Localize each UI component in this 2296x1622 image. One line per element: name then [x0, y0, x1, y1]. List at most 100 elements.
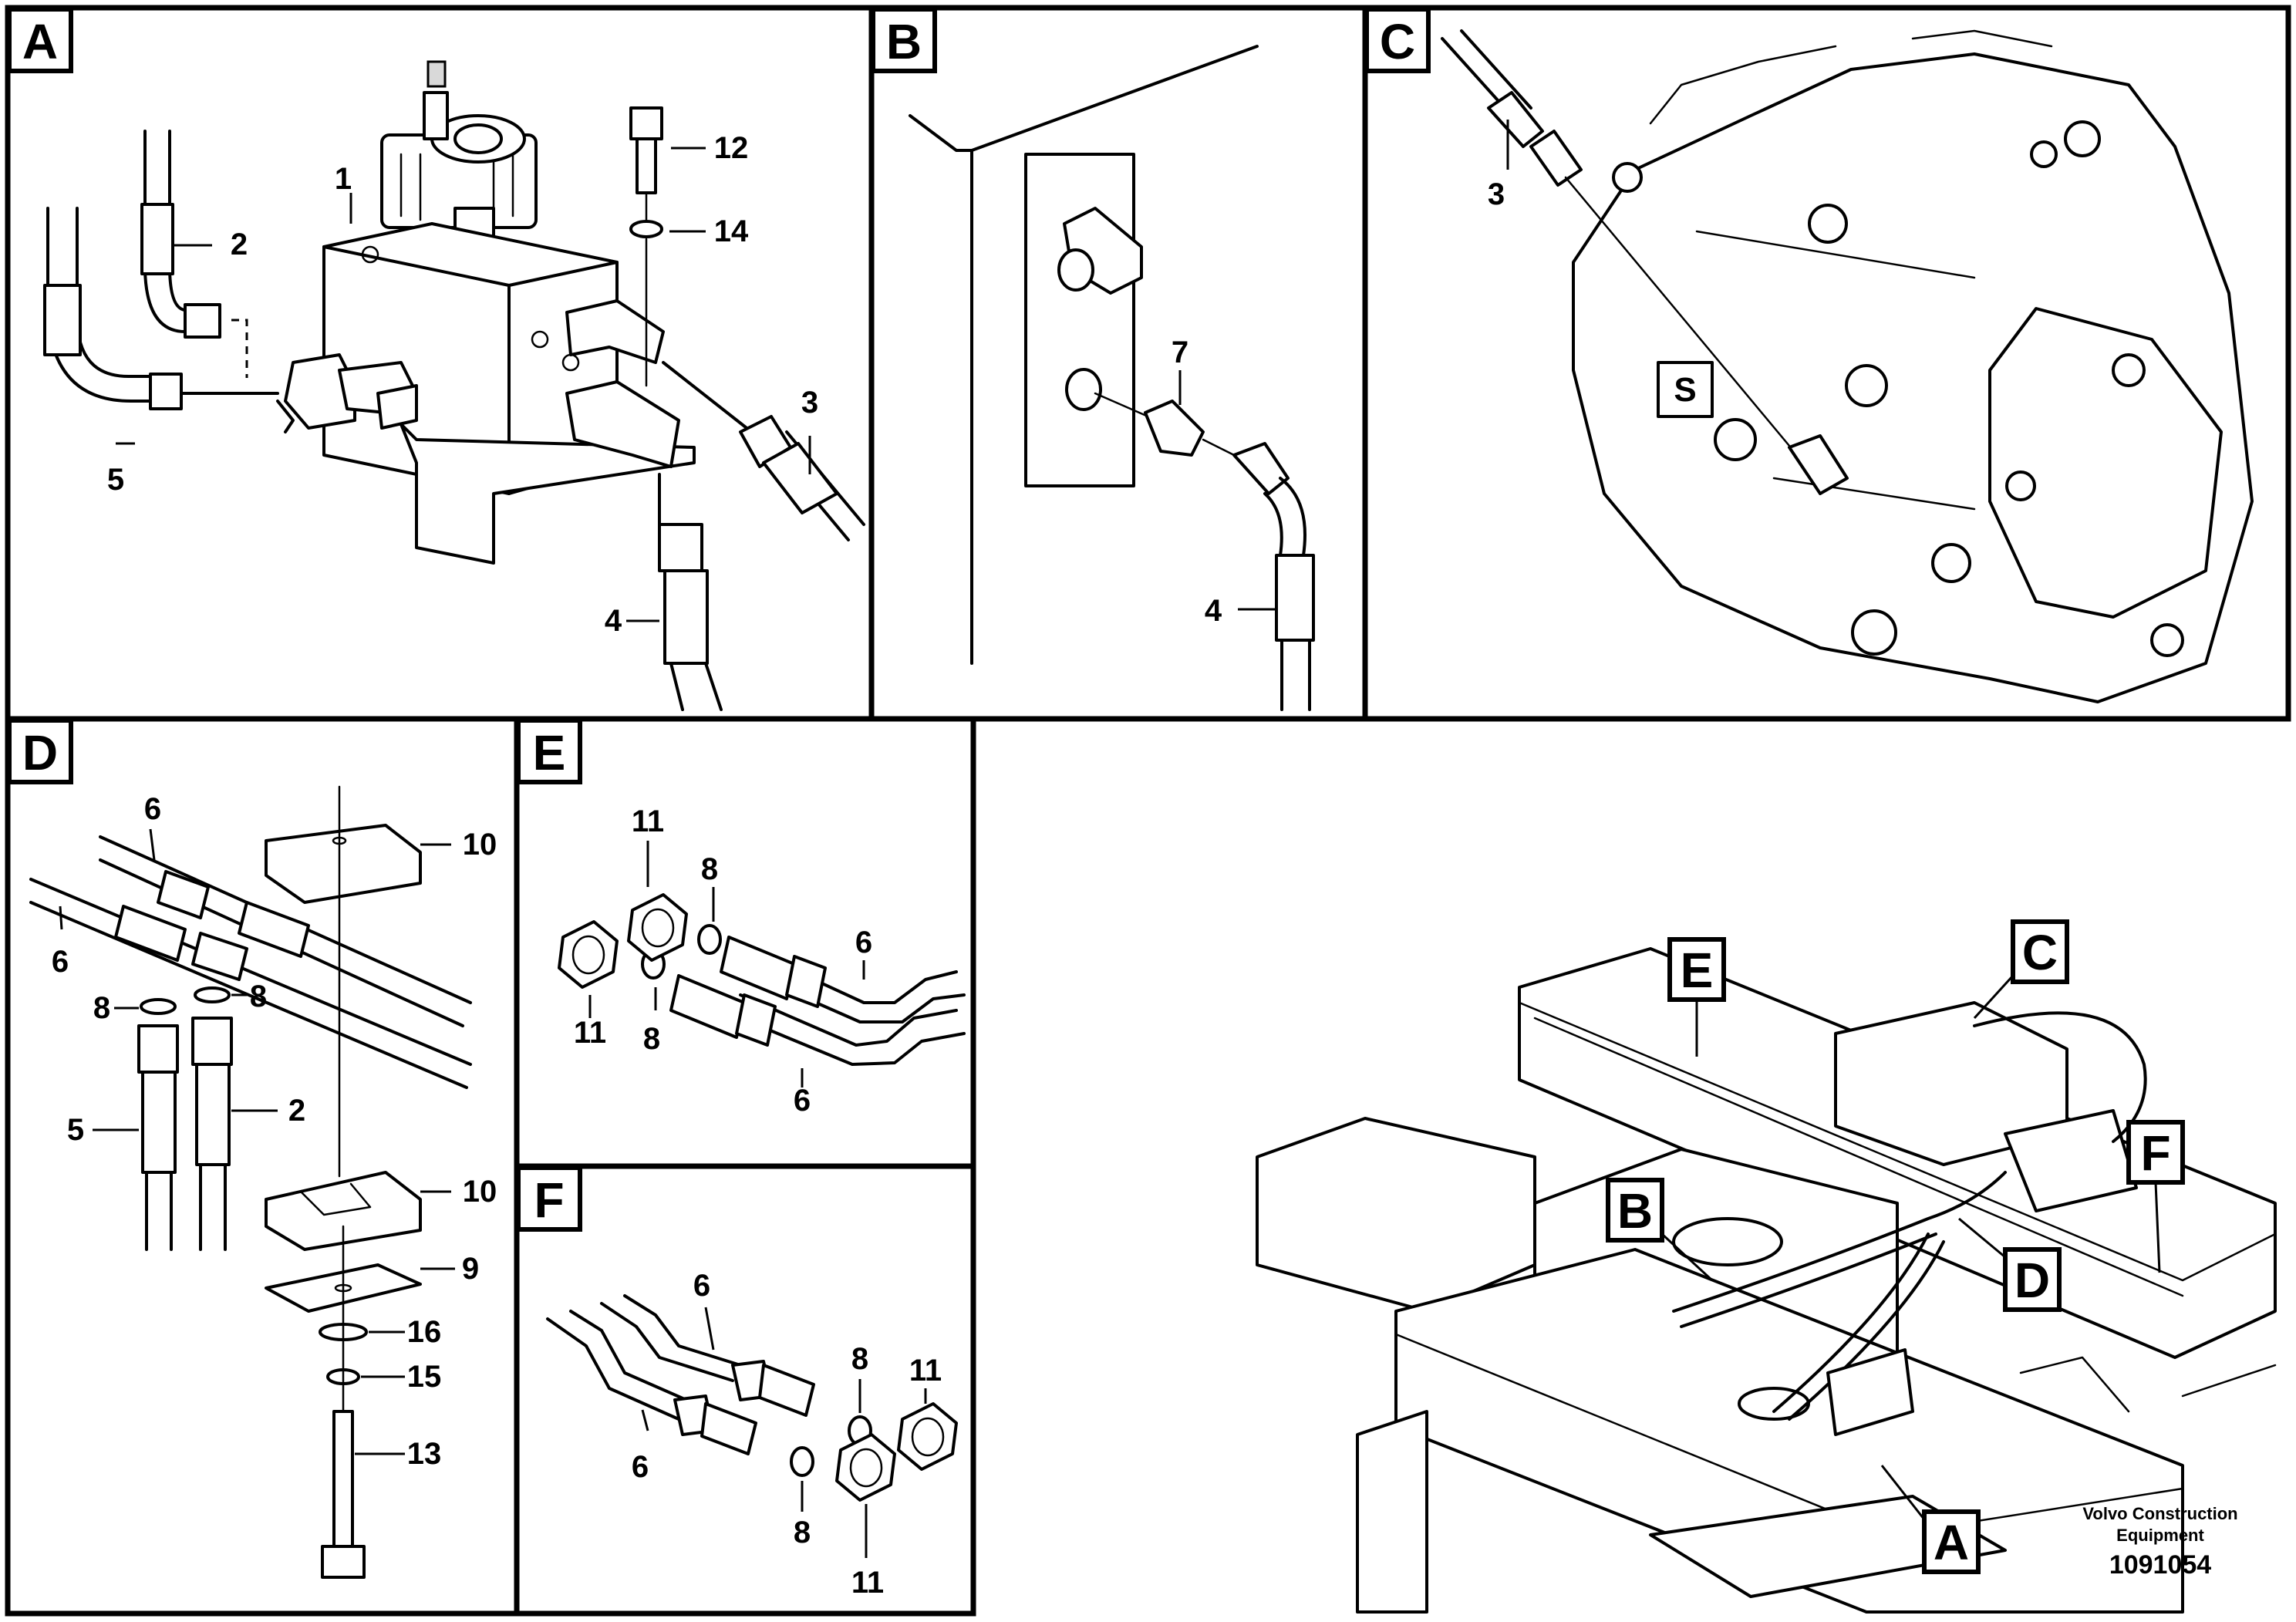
callout-e-11-bottom: 11 — [574, 1016, 606, 1050]
bolt-13-head — [321, 1545, 366, 1579]
panel-e-drawing: 11 8 6 11 8 6 — [558, 804, 966, 1118]
panel-f-letter: F — [534, 1172, 564, 1228]
tube-6-f-upper — [600, 1294, 742, 1382]
callout-f-8-top: 8 — [851, 1342, 868, 1376]
nut-11-f-lower — [835, 1433, 896, 1502]
panel-c-drawing: S 3 — [1441, 29, 2254, 703]
hose-2-nut — [184, 303, 221, 339]
callout-d-2: 2 — [288, 1094, 305, 1128]
bolt-13-shank — [332, 1410, 354, 1552]
hose-5-d-nut — [137, 1024, 179, 1074]
tube-fitting-2 — [238, 901, 310, 958]
callout-f-6-bottom: 6 — [632, 1450, 649, 1484]
overview-hoses — [1672, 1171, 2007, 1328]
callout-e-8-bottom: 8 — [643, 1022, 660, 1056]
o-ring-8-e-upper — [697, 924, 722, 955]
hose-3-crimp — [762, 442, 838, 514]
tee-fitting-2 — [191, 932, 248, 981]
elbow-nut-b — [1232, 442, 1290, 495]
port-plate — [1024, 153, 1135, 487]
callout-d-10-lower: 10 — [463, 1175, 497, 1209]
port-opening — [1065, 368, 1102, 411]
callout-f-8-bottom: 8 — [794, 1516, 811, 1549]
panel-d-letter-badge: D — [7, 718, 73, 784]
callout-e-11-top: 11 — [632, 804, 664, 838]
tube-6-f-lower — [546, 1310, 688, 1421]
footer: Volvo Construction Equipment 1091054 — [2082, 1504, 2237, 1580]
hose-3-c-crimp — [1487, 91, 1544, 148]
washer-14 — [629, 220, 663, 238]
overview-label-f: F — [2126, 1120, 2185, 1273]
callout-e-8-top: 8 — [701, 852, 718, 886]
callout-f-11-bottom: 11 — [851, 1566, 884, 1600]
callout-a-1: 1 — [335, 162, 352, 196]
overview-drawing: E C F B D A — [1256, 919, 2277, 1614]
callout-a-14: 14 — [714, 214, 749, 248]
callout-b-7: 7 — [1172, 336, 1188, 369]
svg-text:E: E — [1681, 943, 1714, 998]
panel-d-frame — [5, 716, 520, 1617]
nut-11-e-upper — [627, 893, 688, 962]
svg-text:B: B — [1617, 1183, 1653, 1239]
brand-line-1: Volvo Construction — [2082, 1504, 2237, 1523]
tank-left — [1256, 1117, 1536, 1313]
callout-e-6-top: 6 — [855, 926, 872, 959]
pump-overview-2 — [2004, 1109, 2138, 1212]
tube-6-e-lower — [739, 993, 966, 1066]
panel-f-letter-badge: F — [516, 1165, 582, 1232]
hose-3-c-nut — [1529, 130, 1583, 187]
callout-a-2: 2 — [231, 228, 248, 261]
callout-c-3: 3 — [1488, 177, 1505, 211]
nut-11-f-upper — [897, 1402, 958, 1471]
bolt-12-head — [629, 106, 663, 140]
panel-a-letter-badge: A — [7, 7, 73, 73]
hose-4 — [669, 662, 723, 711]
frame-edge — [909, 45, 1259, 152]
panel-d-drawing: 6 6 8 8 5 2 10 10 9 16 15 13 — [29, 785, 497, 1579]
elbow-fitting-lower — [565, 380, 680, 468]
hose-4-crimp-b — [1275, 554, 1315, 642]
tank-cover — [1672, 1217, 1783, 1266]
svg-text:F: F — [2140, 1125, 2170, 1181]
hose-5-d-crimp — [141, 1071, 177, 1174]
panel-d-letter: D — [22, 725, 58, 781]
panel-a-drawing: 1 2 3 4 5 12 14 — [43, 60, 865, 711]
callout-f-6-top: 6 — [693, 1269, 710, 1303]
hose-5-crimp — [43, 284, 82, 356]
callout-f-11-top: 11 — [909, 1354, 942, 1388]
overview-label-b: B — [1606, 1178, 1714, 1282]
callout-a-12: 12 — [714, 131, 749, 165]
overview-label-e: E — [1667, 937, 1726, 1057]
hose-2-crimp — [140, 203, 174, 275]
callout-b-4: 4 — [1205, 594, 1222, 628]
tube-nut-e-upper — [785, 955, 827, 1008]
overview-label-c: C — [1973, 919, 2069, 1020]
tube-sleeve-e-upper — [720, 936, 796, 1000]
panel-c-letter: C — [1380, 14, 1415, 69]
tee-fitting — [114, 905, 187, 962]
callout-d-15: 15 — [407, 1360, 442, 1394]
tube-sleeve-f-lower — [700, 1402, 757, 1455]
overview-label-a: A — [1880, 1465, 1981, 1574]
tube-fitting-1 — [157, 870, 210, 919]
o-ring-8-left — [140, 998, 177, 1015]
panel-a-letter: A — [22, 14, 58, 69]
svg-text:A: A — [1934, 1515, 1969, 1570]
svg-text:C: C — [2022, 925, 2058, 980]
pump-end-cover — [1988, 307, 2223, 619]
hose-4-nut — [658, 523, 703, 572]
o-ring-8-f-lower — [790, 1446, 814, 1477]
pump-port-fitting — [1788, 434, 1849, 495]
tube-6-lower — [29, 878, 472, 1089]
overview-label-d: D — [1958, 1217, 2062, 1312]
tube-nut-e-lower — [735, 993, 777, 1047]
clamp-half-10-upper — [265, 824, 422, 904]
hose-2-d-crimp — [195, 1063, 231, 1166]
hose-5-nut — [149, 373, 183, 410]
overview-hose-to-pump — [1973, 1011, 2147, 1143]
callout-a-5: 5 — [107, 463, 124, 497]
elbow-fitting-upper — [565, 299, 665, 364]
o-ring-8-right — [194, 986, 231, 1003]
pump-logo-plate — [1657, 361, 1714, 418]
